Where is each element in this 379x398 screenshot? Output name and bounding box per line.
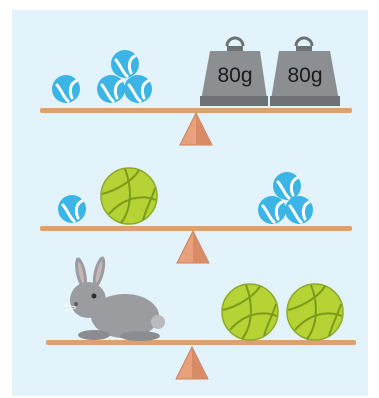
weight-label: 80g	[217, 64, 252, 87]
ball-icon	[111, 50, 139, 78]
volleyball-icon	[222, 284, 278, 340]
ball-icon	[52, 75, 80, 103]
plank	[40, 226, 352, 231]
weight-label: 80g	[287, 64, 322, 87]
ball-icon	[273, 172, 301, 200]
ball-icon	[285, 196, 313, 224]
ball-icon	[258, 196, 286, 224]
ball-icon	[97, 75, 125, 103]
ball-icon	[124, 75, 152, 103]
volleyball-icon	[101, 168, 157, 224]
ball-icon	[58, 195, 86, 223]
plank	[46, 340, 356, 345]
volleyball-icon	[287, 284, 343, 340]
